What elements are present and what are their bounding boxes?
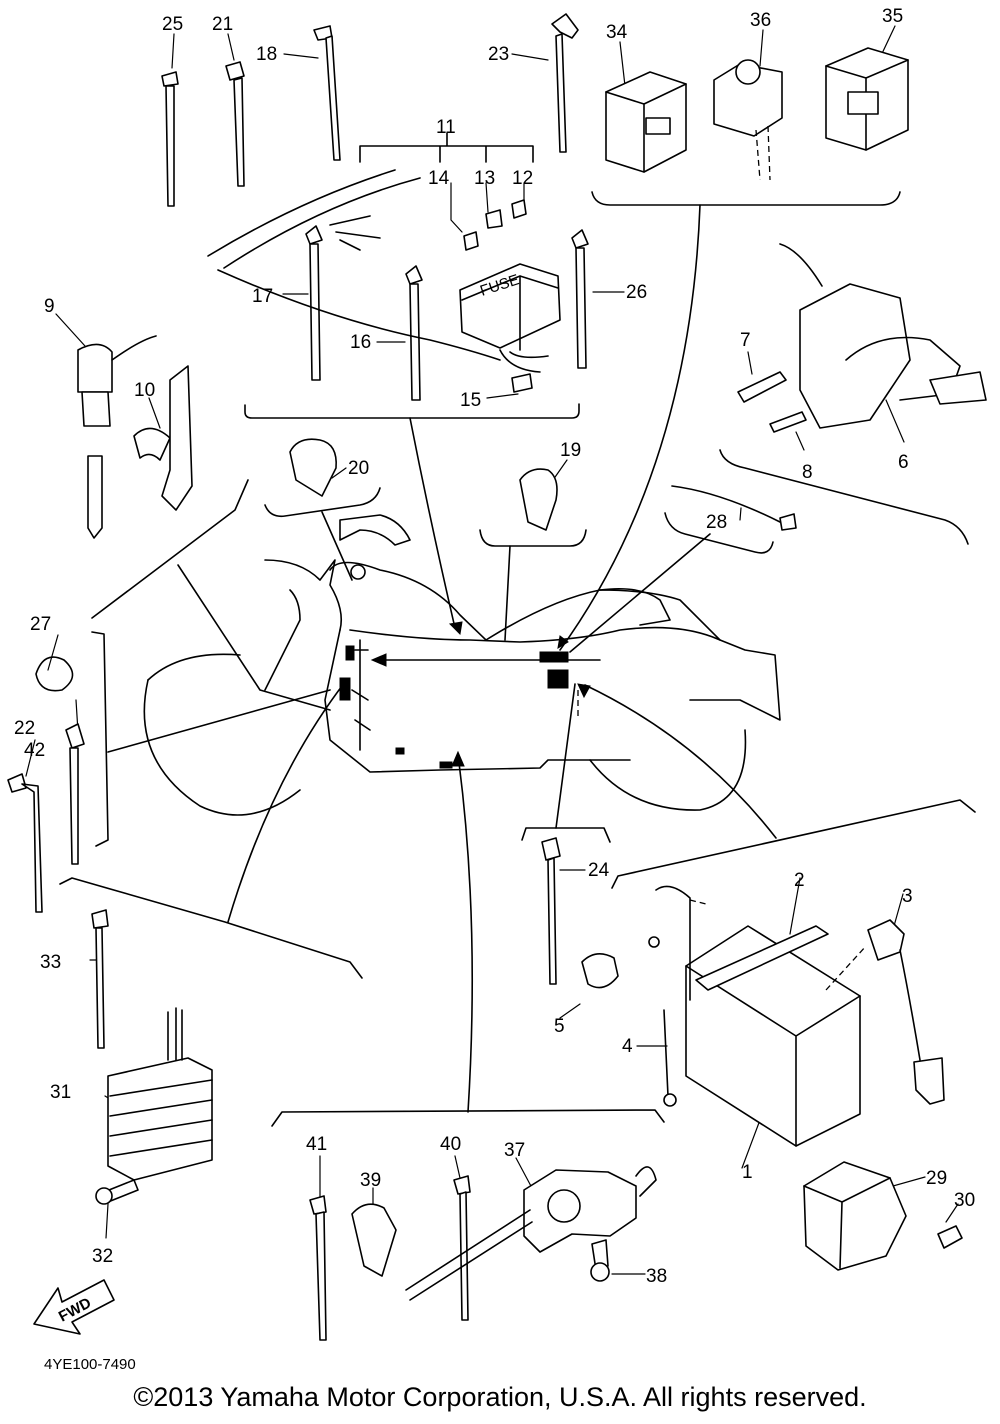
callout-19: 19 — [560, 440, 581, 461]
callout-23: 23 — [488, 44, 509, 65]
callout-8: 8 — [802, 462, 813, 483]
rectifier-regulator — [95, 1007, 213, 1205]
callout-27: 27 — [30, 614, 51, 635]
callout-16: 16 — [350, 332, 371, 353]
drawing-code: 4YE100-7490 — [44, 1356, 136, 1373]
battery-assembly — [648, 885, 945, 1147]
switch-assembly — [405, 1166, 657, 1301]
callout-30: 30 — [954, 1190, 975, 1211]
callout-3: 3 — [902, 886, 913, 907]
callout-2: 2 — [794, 870, 805, 891]
copyright-notice: ©2013 Yamaha Motor Corporation, U.S.A. A… — [133, 1382, 867, 1412]
forward-direction-arrow: FWD — [33, 1279, 115, 1335]
callout-11: 11 — [436, 117, 456, 138]
callout-15: 15 — [460, 390, 481, 411]
callout-20: 20 — [348, 458, 369, 479]
callout-6: 6 — [898, 452, 909, 473]
callout-41: 41 — [306, 1134, 327, 1155]
callout-13: 13 — [474, 168, 495, 189]
callout-32: 32 — [92, 1246, 113, 1267]
callout-22: 22 — [14, 718, 35, 739]
callout-5: 5 — [554, 1016, 565, 1037]
callout-24: 24 — [588, 860, 610, 881]
callout-10: 10 — [134, 380, 155, 401]
callout-4: 4 — [622, 1036, 633, 1057]
callout-28: 28 — [706, 512, 727, 533]
callout-33: 33 — [40, 952, 61, 973]
cable-ties — [7, 13, 797, 1341]
callout-42: 42 — [24, 740, 45, 761]
sensor-and-brackets — [35, 335, 619, 1277]
motorcycle-outline — [143, 514, 781, 816]
callout-36: 36 — [750, 10, 771, 31]
callout-35: 35 — [882, 6, 903, 27]
callout-29: 29 — [926, 1168, 947, 1189]
callout-18: 18 — [256, 44, 277, 65]
callout-25: 25 — [162, 14, 183, 35]
callout-37: 37 — [504, 1140, 525, 1161]
callout-9: 9 — [44, 296, 55, 317]
callout-1: 1 — [742, 1162, 753, 1183]
relay-units — [605, 47, 987, 433]
callout-38: 38 — [646, 1266, 667, 1287]
callout-21: 21 — [212, 14, 233, 35]
callout-34: 34 — [606, 22, 628, 43]
callout-7: 7 — [740, 330, 751, 351]
callout-39: 39 — [360, 1170, 381, 1191]
starter-relay — [803, 1161, 963, 1271]
fuse-box-assembly: FUSE — [207, 169, 561, 393]
callout-12: 12 — [512, 168, 533, 189]
callout-14: 14 — [428, 168, 450, 189]
callout-labels: 1 2 3 4 5 6 7 8 9 10 11 12 13 14 15 16 1… — [14, 6, 975, 1287]
callout-26: 26 — [626, 282, 647, 303]
callout-40: 40 — [440, 1134, 461, 1155]
callout-17: 17 — [252, 286, 273, 307]
callout-31: 31 — [50, 1082, 71, 1103]
